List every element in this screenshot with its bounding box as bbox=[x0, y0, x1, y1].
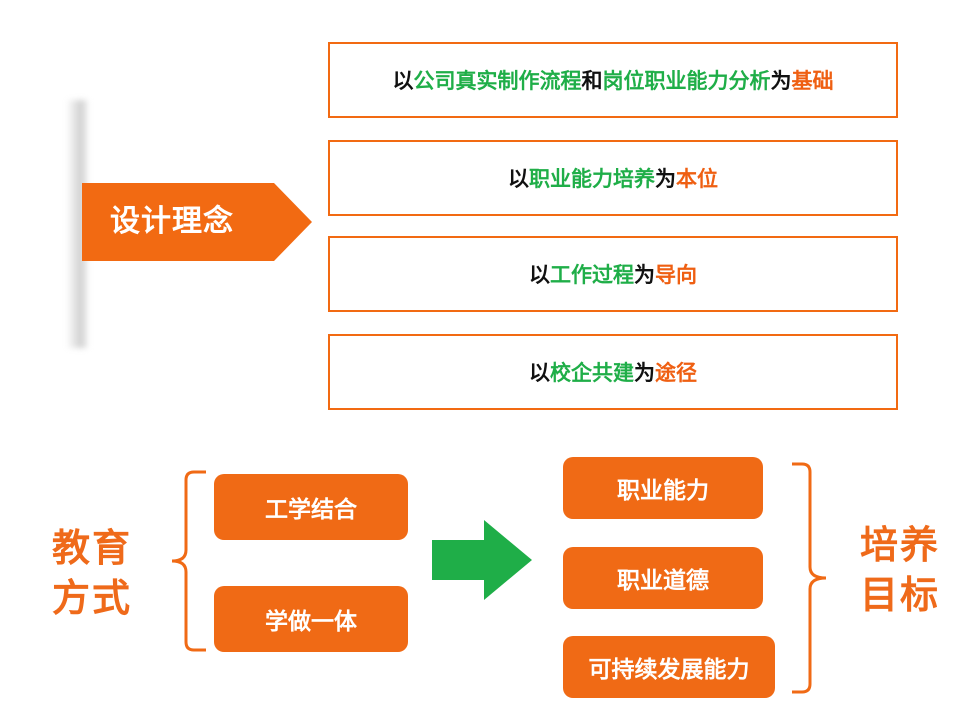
principle-3-seg-1: 以 bbox=[529, 263, 550, 287]
principle-2-seg-2: 职业能力培养 bbox=[529, 167, 655, 191]
principle-text-2: 以职业能力培养为本位 bbox=[508, 163, 718, 193]
principle-2-seg-4: 本位 bbox=[676, 167, 718, 191]
left-brace bbox=[171, 470, 206, 652]
design-arrow-shape bbox=[82, 183, 312, 261]
principle-2-seg-3: 为 bbox=[655, 167, 676, 191]
education-label-line-1: 教育 bbox=[52, 526, 133, 570]
principle-1-seg-5: 为 bbox=[770, 69, 792, 93]
principle-text-4: 以校企共建为途径 bbox=[529, 357, 697, 387]
principle-1-seg-2: 公司真实制作流程 bbox=[413, 69, 582, 93]
principle-box-2: 以职业能力培养为本位 bbox=[328, 140, 898, 216]
principle-4-seg-1: 以 bbox=[529, 361, 550, 385]
principle-3-seg-2: 工作过程 bbox=[550, 263, 634, 287]
education-label-line-2: 方式 bbox=[52, 576, 133, 620]
education-method-label: 教育 方式 bbox=[52, 523, 132, 623]
principle-2-seg-1: 以 bbox=[508, 167, 529, 191]
principle-box-3: 以工作过程为导向 bbox=[328, 236, 898, 312]
principle-1-seg-6: 基础 bbox=[791, 69, 834, 93]
principle-4-seg-4: 途径 bbox=[655, 361, 697, 385]
principle-1-seg-4: 岗位职业能力分析 bbox=[602, 69, 771, 93]
principle-box-4: 以校企共建为途径 bbox=[328, 334, 898, 410]
goal-label-line-2: 目标 bbox=[860, 573, 941, 617]
design-philosophy-label: 设计理念 bbox=[110, 204, 234, 239]
principle-text-1: 以公司真实制作流程和岗位职业能力分析为基础 bbox=[393, 65, 834, 95]
goal-pill-1: 职业能力 bbox=[563, 457, 763, 519]
green-arrow-icon bbox=[432, 520, 532, 600]
principle-3-seg-3: 为 bbox=[634, 263, 655, 287]
goal-pill-3: 可持续发展能力 bbox=[563, 636, 775, 698]
method-pill-2: 学做一体 bbox=[214, 586, 408, 652]
principle-4-seg-2: 校企共建 bbox=[550, 361, 634, 385]
principle-4-seg-3: 为 bbox=[634, 361, 655, 385]
goal-pill-2: 职业道德 bbox=[563, 547, 763, 609]
principle-1-seg-3: 和 bbox=[581, 69, 603, 93]
goal-label-line-1: 培养 bbox=[860, 523, 941, 567]
training-goal-label: 培养 目标 bbox=[860, 520, 940, 620]
method-pill-1: 工学结合 bbox=[214, 474, 408, 540]
principle-1-seg-1: 以 bbox=[392, 69, 414, 93]
principle-text-3: 以工作过程为导向 bbox=[529, 259, 697, 289]
principle-box-1: 以公司真实制作流程和岗位职业能力分析为基础 bbox=[328, 42, 898, 118]
shadow-bar bbox=[66, 100, 88, 348]
principle-3-seg-4: 导向 bbox=[655, 263, 697, 287]
right-brace bbox=[792, 462, 827, 694]
